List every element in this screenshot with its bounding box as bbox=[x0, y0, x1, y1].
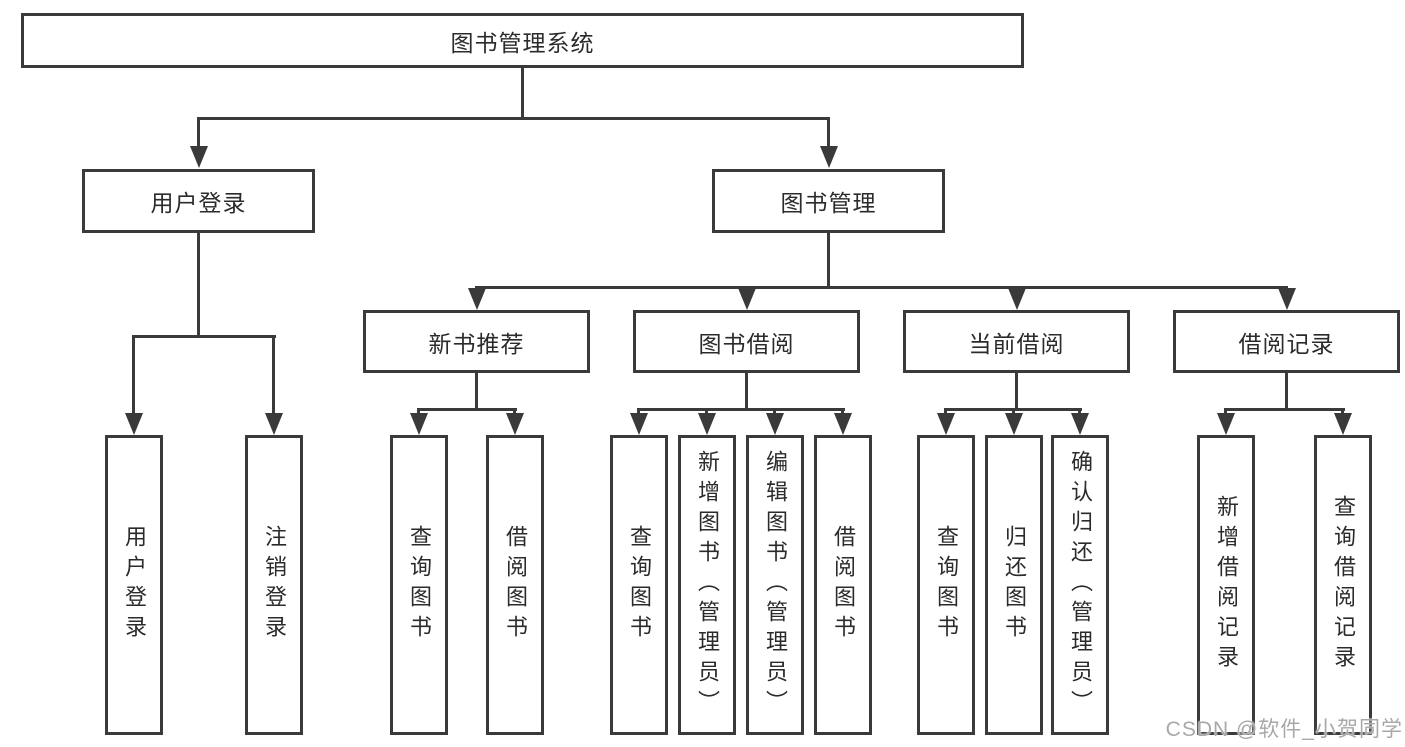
connector-records-stem bbox=[1285, 371, 1288, 411]
connector-bookborrow-stem bbox=[745, 371, 748, 411]
leaf-bookborrow-query-books-label: 查询图书 bbox=[627, 525, 652, 645]
arrow-down-icon bbox=[766, 413, 784, 435]
node-borrow-records: 借阅记录 bbox=[1173, 310, 1400, 373]
arrow-down-icon bbox=[1334, 413, 1352, 435]
leaf-add-book-admin-label: 新增图书（管理员） bbox=[695, 450, 720, 720]
connector-userlogin-split bbox=[132, 335, 276, 338]
leaf-newbooks-borrow-books: 借阅图书 bbox=[486, 435, 544, 735]
arrow-down-icon bbox=[1278, 288, 1296, 310]
leaf-confirm-return-admin: 确认归还（管理员） bbox=[1051, 435, 1109, 735]
leaf-bookborrow-borrow-books: 借阅图书 bbox=[814, 435, 872, 735]
node-user-login-label: 用户登录 bbox=[150, 190, 247, 216]
leaf-query-borrow-record-label: 查询借阅记录 bbox=[1331, 495, 1356, 675]
csdn-watermark: CSDN @软件_小贺同学 bbox=[1165, 718, 1403, 741]
connector-newbooks-split bbox=[417, 408, 517, 411]
leaf-return-books-label: 归还图书 bbox=[1002, 525, 1027, 645]
leaf-confirm-return-admin-label: 确认归还（管理员） bbox=[1068, 450, 1093, 720]
leaf-logout-label: 注销登录 bbox=[262, 525, 287, 645]
arrow-down-icon bbox=[190, 146, 208, 168]
connector-records-split bbox=[1224, 408, 1345, 411]
node-new-book-recommend-label: 新书推荐 bbox=[428, 330, 525, 357]
node-book-borrow: 图书借阅 bbox=[633, 310, 860, 373]
arrow-down-icon bbox=[834, 413, 852, 435]
connector-root-left-stem bbox=[197, 119, 200, 149]
arrow-down-icon bbox=[410, 413, 428, 435]
leaf-user-login: 用户登录 bbox=[105, 435, 163, 735]
node-book-management-label: 图书管理 bbox=[780, 190, 877, 216]
connector-current-stem bbox=[1015, 371, 1018, 411]
arrow-down-icon bbox=[738, 288, 756, 310]
connector-root-stem bbox=[521, 68, 524, 120]
leaf-user-login-label: 用户登录 bbox=[122, 525, 147, 645]
connector-userlogin-left-stem bbox=[132, 337, 135, 415]
connector-bookmgmt-split bbox=[475, 286, 1288, 289]
arrow-down-icon bbox=[698, 413, 716, 435]
leaf-logout: 注销登录 bbox=[245, 435, 303, 735]
leaf-current-query-books-label: 查询图书 bbox=[934, 525, 959, 645]
node-library-system-label: 图书管理系统 bbox=[450, 29, 595, 56]
connector-root-split bbox=[197, 117, 830, 120]
arrow-down-icon bbox=[1008, 288, 1026, 310]
leaf-bookborrow-query-books: 查询图书 bbox=[610, 435, 668, 735]
node-current-borrow: 当前借阅 bbox=[903, 310, 1130, 373]
connector-bookmgmt-stem bbox=[827, 231, 830, 289]
arrow-down-icon bbox=[820, 146, 838, 168]
arrow-down-icon bbox=[265, 413, 283, 435]
arrow-down-icon bbox=[1217, 413, 1235, 435]
node-borrow-records-label: 借阅记录 bbox=[1238, 330, 1335, 357]
arrow-down-icon bbox=[1071, 413, 1089, 435]
arrow-down-icon bbox=[125, 413, 143, 435]
node-book-management: 图书管理 bbox=[712, 169, 945, 233]
leaf-add-borrow-record: 新增借阅记录 bbox=[1197, 435, 1255, 735]
connector-current-split bbox=[944, 408, 1082, 411]
arrow-down-icon bbox=[1005, 413, 1023, 435]
leaf-add-borrow-record-label: 新增借阅记录 bbox=[1214, 495, 1239, 675]
leaf-bookborrow-borrow-books-label: 借阅图书 bbox=[831, 525, 856, 645]
leaf-edit-book-admin-label: 编辑图书（管理员） bbox=[763, 450, 788, 720]
leaf-newbooks-borrow-books-label: 借阅图书 bbox=[503, 525, 528, 645]
connector-bookborrow-split bbox=[637, 408, 845, 411]
leaf-newbooks-query-books-label: 查询图书 bbox=[407, 525, 432, 645]
leaf-newbooks-query-books: 查询图书 bbox=[390, 435, 448, 735]
leaf-edit-book-admin: 编辑图书（管理员） bbox=[746, 435, 804, 735]
leaf-current-query-books: 查询图书 bbox=[917, 435, 975, 735]
arrow-down-icon bbox=[468, 288, 486, 310]
arrow-down-icon bbox=[630, 413, 648, 435]
leaf-query-borrow-record: 查询借阅记录 bbox=[1314, 435, 1372, 735]
node-book-borrow-label: 图书借阅 bbox=[698, 330, 795, 357]
connector-userlogin-stem bbox=[197, 231, 200, 337]
connector-userlogin-right-stem bbox=[272, 337, 275, 415]
node-user-login: 用户登录 bbox=[82, 169, 315, 233]
leaf-return-books: 归还图书 bbox=[985, 435, 1043, 735]
node-new-book-recommend: 新书推荐 bbox=[363, 310, 590, 373]
node-library-system: 图书管理系统 bbox=[21, 13, 1024, 68]
arrow-down-icon bbox=[937, 413, 955, 435]
arrow-down-icon bbox=[506, 413, 524, 435]
leaf-add-book-admin: 新增图书（管理员） bbox=[678, 435, 736, 735]
node-current-borrow-label: 当前借阅 bbox=[968, 330, 1065, 357]
connector-newbooks-stem bbox=[475, 371, 478, 411]
connector-root-right-stem bbox=[827, 119, 830, 149]
